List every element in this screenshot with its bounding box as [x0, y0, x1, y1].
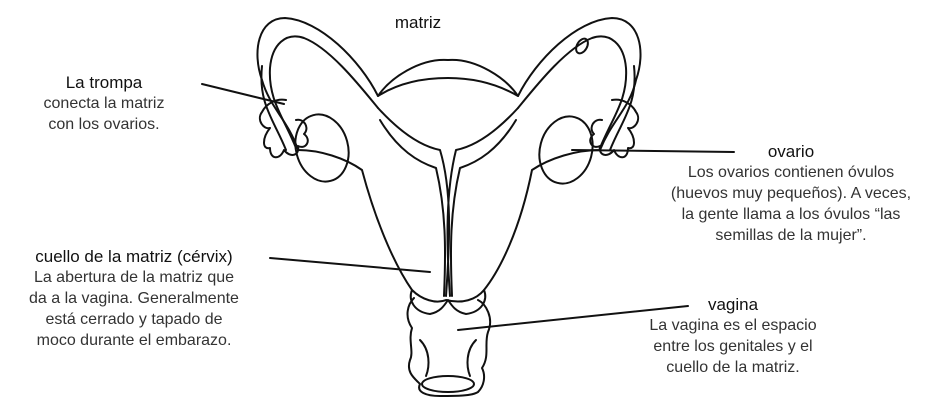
label-vagina-desc-2: entre los genitales y el: [626, 336, 840, 357]
cervix: [411, 290, 485, 314]
label-cervix-title: cuello de la matriz (cérvix): [0, 246, 268, 267]
label-cervix-desc-1: La abertura de la matriz que: [0, 267, 268, 288]
label-trompa-title: La trompa: [6, 72, 202, 93]
label-ovario-desc-2: (huevos muy pequeños). A veces,: [640, 183, 942, 204]
label-ovario: ovario Los ovarios contienen óvulos (hue…: [640, 141, 942, 246]
right-fimbriae: [590, 100, 638, 158]
label-vagina-desc-1: La vagina es el espacio: [626, 315, 840, 336]
label-ovario-desc-1: Los ovarios contienen óvulos: [640, 162, 942, 183]
vagina-opening: [422, 376, 474, 392]
label-ovario-desc-4: semillas de la mujer”.: [640, 225, 942, 246]
leader-cervix: [270, 258, 430, 272]
label-trompa: La trompa conecta la matriz con los ovar…: [6, 72, 202, 135]
label-matriz-title: matriz: [386, 12, 450, 33]
left-tube-inner: [270, 36, 378, 148]
label-cervix-desc-4: moco durante el embarazo.: [0, 330, 268, 351]
label-cervix: cuello de la matriz (cérvix) La abertura…: [0, 246, 268, 351]
label-trompa-desc-2: con los ovarios.: [6, 114, 202, 135]
label-matriz: matriz: [386, 12, 450, 33]
label-cervix-desc-3: está cerrado y tapado de: [0, 309, 268, 330]
label-cervix-desc-2: da a la vagina. Generalmente: [0, 288, 268, 309]
label-vagina-title: vagina: [626, 294, 840, 315]
label-trompa-desc-1: conecta la matriz: [6, 93, 202, 114]
vagina-outline: [408, 298, 491, 396]
label-vagina-desc-3: cuello de la matriz.: [626, 357, 840, 378]
egg-in-tube: [574, 37, 591, 56]
label-vagina: vagina La vagina es el espacio entre los…: [626, 294, 840, 378]
label-ovario-title: ovario: [640, 141, 942, 162]
label-ovario-desc-3: la gente llama a los óvulos “las: [640, 204, 942, 225]
